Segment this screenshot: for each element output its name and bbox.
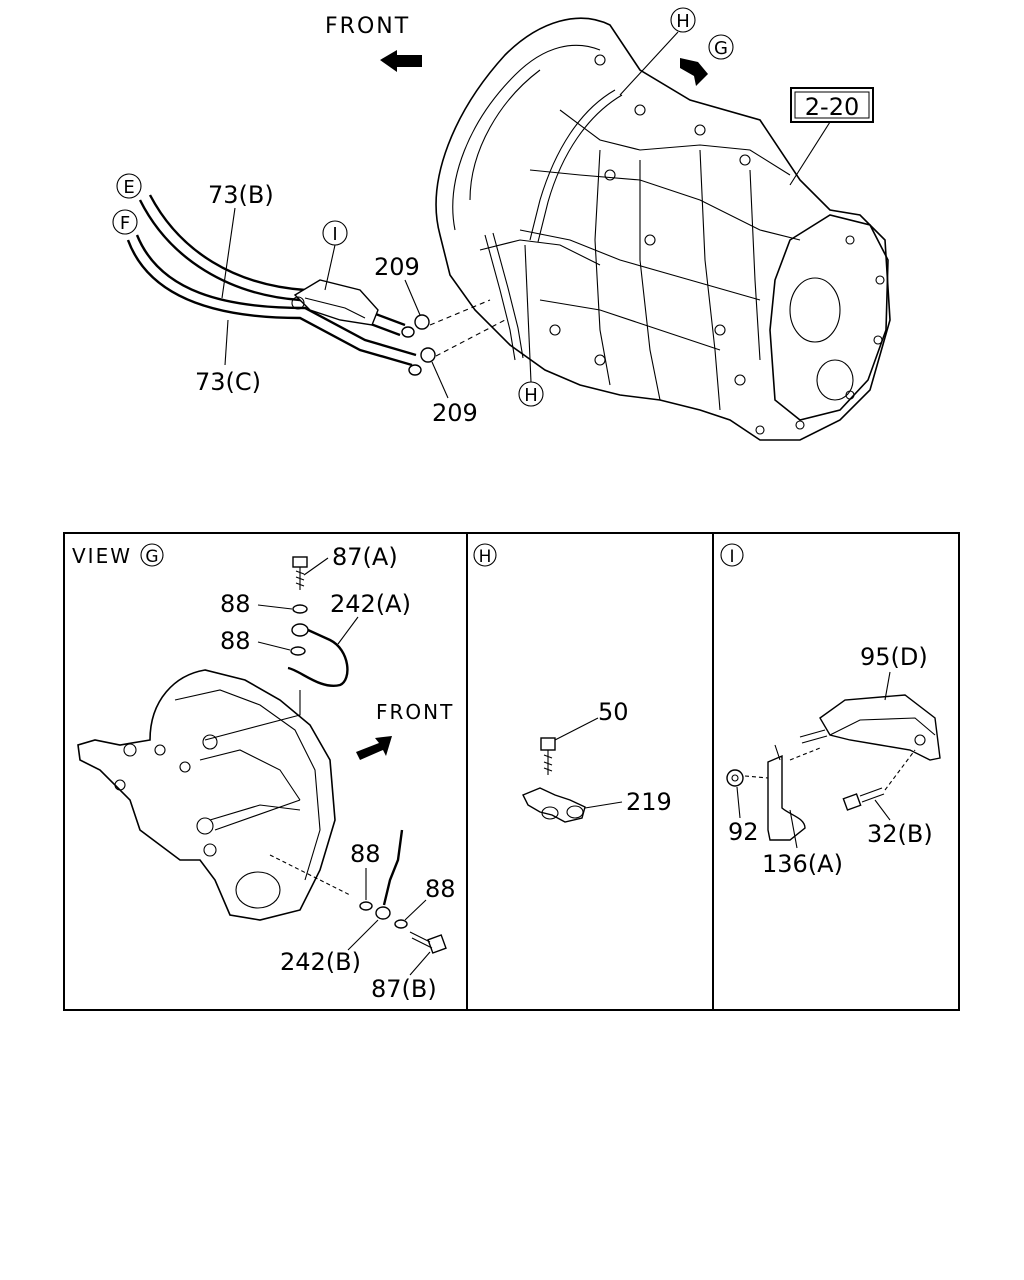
svg-text:H: H xyxy=(676,11,690,32)
part-label-32b: 32(B) xyxy=(867,820,933,848)
view-h-panel: H xyxy=(473,543,586,823)
callout-f: F xyxy=(112,209,138,235)
callout-i: I xyxy=(322,220,348,291)
view-i-panel: I xyxy=(720,543,941,841)
view-i-callout: I xyxy=(729,547,734,567)
part-label-88-d: 88 xyxy=(425,875,456,903)
hose-assembly xyxy=(126,194,506,376)
part-label-242b: 242(B) xyxy=(280,948,361,976)
part-label-209-lower: 209 xyxy=(432,399,478,427)
part-label-92: 92 xyxy=(728,818,759,846)
part-label-88-b: 88 xyxy=(220,627,251,655)
part-label-136a: 136(A) xyxy=(762,850,843,878)
transmission-assembly xyxy=(435,17,891,441)
part-label-73c: 73(C) xyxy=(195,368,261,396)
front-arrow-icon xyxy=(380,50,422,72)
svg-text:H: H xyxy=(524,385,538,406)
view-g-arrow-icon xyxy=(680,58,708,86)
svg-text:F: F xyxy=(120,213,130,234)
view-g-callout: G xyxy=(145,547,158,567)
part-label-219: 219 xyxy=(626,788,672,816)
detail-panels-frame xyxy=(63,532,960,1011)
part-label-95d: 95(D) xyxy=(860,643,928,671)
part-label-73b: 73(B) xyxy=(208,181,274,209)
view-g-front-arrow-icon xyxy=(356,736,392,760)
front-label: FRONT xyxy=(325,14,410,39)
ref-box-2-20: 2-20 xyxy=(789,87,874,186)
view-h-callout: H xyxy=(479,547,492,567)
svg-text:2-20: 2-20 xyxy=(805,93,859,121)
svg-text:G: G xyxy=(714,38,728,59)
svg-text:I: I xyxy=(332,224,337,245)
svg-text:E: E xyxy=(123,177,134,198)
part-label-88-a: 88 xyxy=(220,590,251,618)
view-g-front-label: FRONT xyxy=(376,700,454,724)
part-label-50: 50 xyxy=(598,698,629,726)
view-g-title: VIEW xyxy=(72,544,132,568)
part-label-88-c: 88 xyxy=(350,840,381,868)
part-label-209-upper: 209 xyxy=(374,253,420,281)
part-label-87a: 87(A) xyxy=(332,543,398,571)
part-label-87b: 87(B) xyxy=(371,975,437,1003)
callout-g: G xyxy=(708,34,734,60)
view-g-panel: VIEW G xyxy=(72,543,447,954)
callout-h-top: H xyxy=(619,7,696,96)
callout-e: E xyxy=(116,173,142,199)
callout-h-bottom: H xyxy=(518,244,544,407)
part-label-242a: 242(A) xyxy=(330,590,411,618)
